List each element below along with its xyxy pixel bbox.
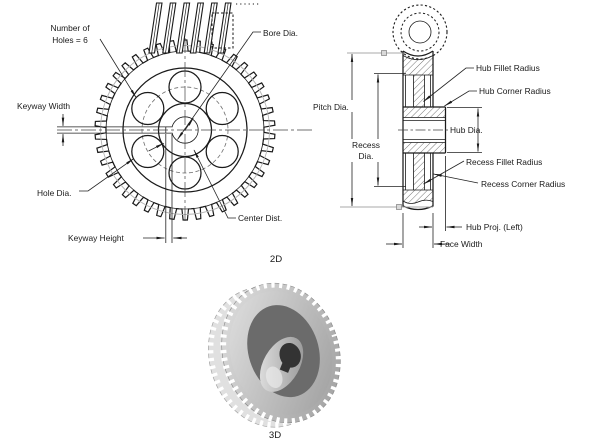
selection-grip[interactable] [381,50,387,56]
label-recess-dia-line1: Recess [352,140,380,150]
selection-grip[interactable] [396,204,402,210]
view-3d: 3D [207,281,342,441]
worm-thread-flank [220,2,229,54]
worm-section-circles [392,4,448,60]
section-hatching [403,55,446,204]
label-number-of-holes-line1: Number of [50,23,90,33]
front-view: Number of Holes = 6 Bore Dia. Keyway Wid… [17,2,312,265]
worm-thread-flank [165,2,174,54]
label-face-width: Face Width [440,239,483,249]
worm-thread-flank [151,2,160,54]
worm-hidden-outline [211,12,234,49]
worm-thread-flank [178,2,188,54]
section-outline [398,50,450,211]
caption-3d: 3D [269,430,281,441]
worm-thread-flank [192,2,201,54]
label-keyway-height: Keyway Height [68,233,125,243]
label-hole-dia: Hole Dia. [37,188,71,198]
label-recess-dia-line2: Dia. [359,151,374,161]
label-hub-dia: Hub Dia. [450,125,483,135]
text-backer [310,100,357,112]
side-dimensions [350,53,482,248]
label-bore-dia: Bore Dia. [263,28,298,38]
front-dimensions [57,31,261,243]
text-backer [347,139,386,162]
label-recess-fillet-radius: Recess Fillet Radius [466,157,542,167]
worm-thread-flank [206,2,215,54]
label-number-of-holes-line2: Holes = 6 [52,35,88,45]
label-hub-fillet-radius: Hub Fillet Radius [476,63,540,73]
label-keyway-width: Keyway Width [17,101,70,111]
label-center-dist: Center Dist. [238,213,282,223]
label-hub-proj-left: Hub Proj. (Left) [466,222,523,232]
label-pitch-dia: Pitch Dia. [313,102,349,112]
side-view: Pitch Dia. Recess Dia. Hub Fillet Radius… [310,4,565,249]
label-hub-corner-radius: Hub Corner Radius [479,86,551,96]
label-recess-corner-radius: Recess Corner Radius [481,179,565,189]
caption-2d: 2D [270,254,282,265]
worm-thread [148,2,232,54]
gear-3d-render [207,281,342,429]
